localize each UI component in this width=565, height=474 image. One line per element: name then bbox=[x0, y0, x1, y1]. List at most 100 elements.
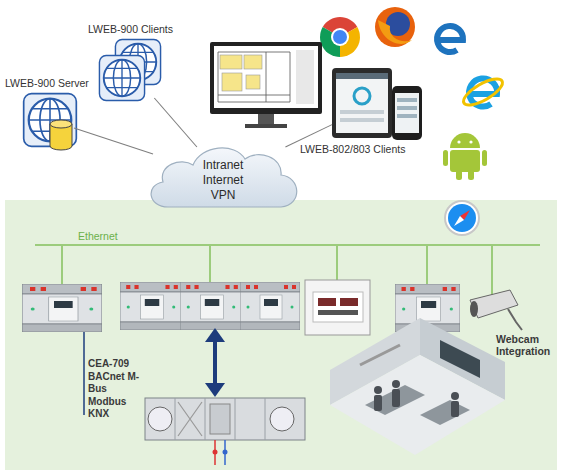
air-handling-unit bbox=[213, 450, 218, 455]
monitor-icon bbox=[222, 73, 242, 91]
monitor-icon bbox=[245, 124, 287, 128]
tablet-phone-icons bbox=[336, 73, 388, 133]
tablet-phone-icons bbox=[336, 73, 388, 79]
touch-panel bbox=[305, 280, 370, 335]
chrome-icon bbox=[331, 28, 349, 46]
room-illustration bbox=[420, 400, 470, 425]
room-illustration bbox=[365, 385, 425, 415]
node-label: Webcam Integration bbox=[496, 333, 556, 357]
tablet-phone-icons bbox=[392, 86, 422, 140]
room-illustration bbox=[374, 386, 382, 394]
monitor-icon bbox=[258, 114, 274, 124]
webcam-illustration bbox=[508, 309, 522, 330]
tablet-phone-icons bbox=[354, 88, 370, 104]
monitor-icon bbox=[246, 75, 260, 89]
air-handling-unit bbox=[145, 398, 305, 465]
safari-icon bbox=[445, 201, 479, 235]
air-handling-unit bbox=[148, 407, 172, 431]
network-link bbox=[74, 128, 153, 154]
android-icon bbox=[456, 170, 462, 180]
touch-panel bbox=[318, 310, 358, 315]
safari-icon bbox=[445, 201, 479, 235]
room-illustration bbox=[374, 395, 382, 411]
double-arrow bbox=[213, 340, 217, 385]
ethernet-bus bbox=[491, 245, 493, 296]
air-handling-unit bbox=[145, 398, 305, 440]
touch-panel bbox=[305, 280, 370, 335]
air-handling-unit bbox=[270, 407, 294, 431]
room-illustration bbox=[392, 380, 400, 388]
room-illustration bbox=[330, 318, 505, 455]
controller-modules bbox=[180, 282, 242, 330]
client-globe-icons bbox=[99, 39, 160, 100]
safari-icon bbox=[454, 216, 464, 226]
node-label: LWEB-900 Server bbox=[5, 77, 89, 89]
node-label: CEA-709 BACnet M-Bus Modbus KNX bbox=[88, 358, 140, 421]
field-area bbox=[5, 200, 557, 470]
ethernet-bus bbox=[426, 245, 428, 285]
ie-icon bbox=[460, 74, 506, 110]
air-handling-unit bbox=[175, 398, 265, 440]
client-globes: LWEB-900 Clients bbox=[98, 38, 162, 102]
air-handling-unit bbox=[178, 402, 202, 436]
tablet-phone-icons bbox=[397, 98, 417, 102]
room-illustration bbox=[451, 401, 459, 417]
network-link bbox=[154, 98, 197, 147]
ethernet-bus bbox=[61, 245, 63, 285]
touch-panel bbox=[318, 298, 336, 306]
air-handling-unit bbox=[223, 450, 228, 455]
tablet-phone-icons bbox=[397, 114, 417, 118]
room-illustration bbox=[360, 345, 400, 365]
controller-module: CEA-709 BACnet M-Bus Modbus KNX bbox=[22, 284, 102, 332]
tablet-phone-icons bbox=[332, 68, 422, 140]
monitor-icon bbox=[214, 46, 318, 108]
android-icon bbox=[443, 133, 487, 180]
server-icon bbox=[24, 94, 77, 150]
controller-modules bbox=[22, 282, 460, 332]
android-icon bbox=[443, 150, 448, 166]
network-cloud: Intranet Internet VPN bbox=[143, 137, 303, 217]
firefox-icon bbox=[375, 7, 415, 47]
monitor-icon bbox=[210, 42, 322, 114]
edge-icon bbox=[437, 26, 463, 52]
tablet-phone-icons bbox=[340, 118, 384, 122]
ethernet-bus bbox=[336, 245, 338, 281]
node-label: LWEB-900 Clients bbox=[88, 23, 173, 35]
field-bus-lead bbox=[83, 332, 85, 415]
android-icon bbox=[450, 150, 480, 172]
android-icon bbox=[457, 140, 460, 143]
monitor-icon bbox=[220, 55, 242, 69]
edge-icon bbox=[437, 26, 463, 52]
cloud-label: Intranet Internet VPN bbox=[195, 158, 251, 203]
monitor-icon bbox=[244, 55, 262, 69]
cloud-shape bbox=[151, 148, 297, 207]
monitor-icon bbox=[218, 52, 290, 102]
controller-modules bbox=[120, 282, 182, 330]
controller-modules bbox=[240, 282, 300, 330]
air-handling-unit bbox=[210, 404, 230, 434]
android-icon bbox=[468, 170, 474, 180]
android-icon bbox=[469, 140, 472, 143]
webcam: Webcam Integration bbox=[466, 288, 522, 330]
chrome-icon bbox=[333, 30, 347, 44]
android-icon bbox=[482, 150, 487, 166]
server-globe: LWEB-900 Server bbox=[22, 92, 78, 148]
firefox-icon bbox=[375, 7, 415, 47]
touch-panel bbox=[340, 298, 358, 306]
webcam-illustration bbox=[470, 301, 478, 317]
monitor-icon bbox=[210, 42, 322, 128]
tablet-phone-icons bbox=[395, 93, 419, 133]
monitor-icon bbox=[296, 50, 314, 104]
double-arrow bbox=[205, 328, 225, 342]
room-illustration bbox=[451, 392, 459, 400]
tablet-phone-icons bbox=[340, 110, 384, 114]
node-label: LWEB-802/803 Clients bbox=[300, 143, 405, 155]
double-arrow bbox=[205, 383, 225, 397]
ethernet-bus bbox=[209, 245, 211, 283]
firefox-icon bbox=[378, 20, 412, 44]
room-illustration bbox=[440, 340, 480, 378]
ethernet-bus bbox=[35, 244, 540, 246]
tablet-phone-icons bbox=[397, 106, 417, 110]
controller-modules bbox=[22, 284, 102, 332]
